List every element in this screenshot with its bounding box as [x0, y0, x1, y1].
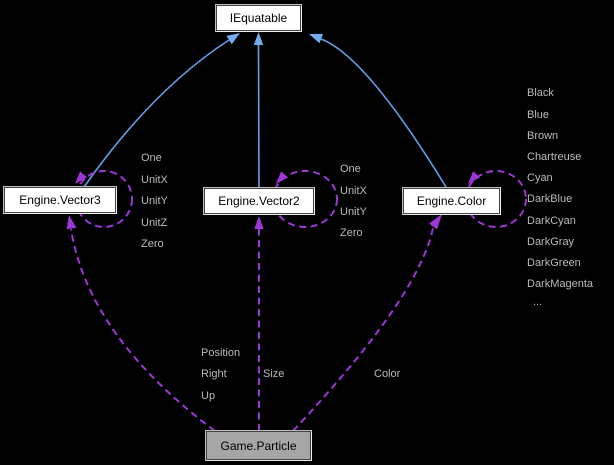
edge-label-vector3-one: One [141, 152, 162, 164]
edge-label-vector2-zero: Zero [340, 227, 363, 239]
usage-arrowhead-icon [468, 171, 481, 184]
node-iequatable[interactable]: IEquatable [216, 5, 301, 31]
node-engine-vector3[interactable]: Engine.Vector3 [4, 187, 116, 213]
usage-edge-particle-vector3 [70, 228, 216, 432]
edge-label-color-cyan: Cyan [527, 172, 553, 184]
edge-label-right: Right [201, 368, 227, 380]
usage-arrowhead-icon [66, 215, 77, 230]
edge-label-vector3-zero: Zero [141, 238, 164, 250]
inheritance-arrowhead-icon [253, 32, 264, 45]
edge-label-vector3-unitz: UnitZ [141, 217, 168, 229]
edge-label-vector3-unitx: UnitX [141, 174, 168, 186]
edge-label-up: Up [201, 390, 216, 402]
inheritance-edge-vector3-iequatable [83, 39, 230, 188]
usage-edge-particle-color [292, 227, 434, 432]
edge-label-color-darkmagenta: DarkMagenta [527, 278, 594, 290]
edge-label-color-brown: Brown [527, 130, 559, 142]
edge-label-vector2-unity: UnitY [340, 206, 367, 218]
inheritance-arrowhead-icon [226, 33, 240, 45]
node-engine-vector2[interactable]: Engine.Vector2 [204, 188, 314, 214]
usage-arrowhead-icon [276, 171, 289, 184]
inheritance-edge-vector2-iequatable [257, 44, 260, 189]
edge-label-color-darkblue: DarkBlue [527, 193, 573, 205]
edge-label-color-darkcyan: DarkCyan [527, 215, 576, 227]
inheritance-edge-color-iequatable [320, 38, 447, 188]
edge-label-vector2-unitx: UnitX [340, 185, 367, 197]
node-engine-color[interactable]: Engine.Color [403, 188, 500, 214]
edge-label-color-blue: Blue [527, 109, 550, 121]
edge-label-color-darkgray: DarkGray [527, 236, 575, 248]
edge-label-position: Position [201, 347, 241, 359]
self-usage-loop-vector3 [75, 170, 133, 228]
usage-arrowhead-icon [75, 171, 88, 184]
edge-label-color-chartreuse: Chartreuse [527, 151, 582, 163]
edge-label-vector3-unity: UnitY [141, 195, 168, 207]
self-usage-loop-color [465, 170, 527, 228]
usage-arrowhead-icon [254, 216, 264, 229]
edge-label-color-black: Black [527, 87, 554, 99]
usage-arrowhead-icon [428, 214, 442, 230]
edge-label-vector2-one: One [340, 163, 361, 175]
inheritance-arrowhead-icon [309, 33, 323, 44]
edge-label-color-ellipsis: ... [533, 296, 543, 308]
edge-label-color-darkgreen: DarkGreen [527, 257, 581, 269]
edge-label-size: Size [263, 368, 285, 380]
edge-label-color: Color [374, 368, 401, 380]
node-game-particle: Game.Particle [206, 431, 311, 460]
